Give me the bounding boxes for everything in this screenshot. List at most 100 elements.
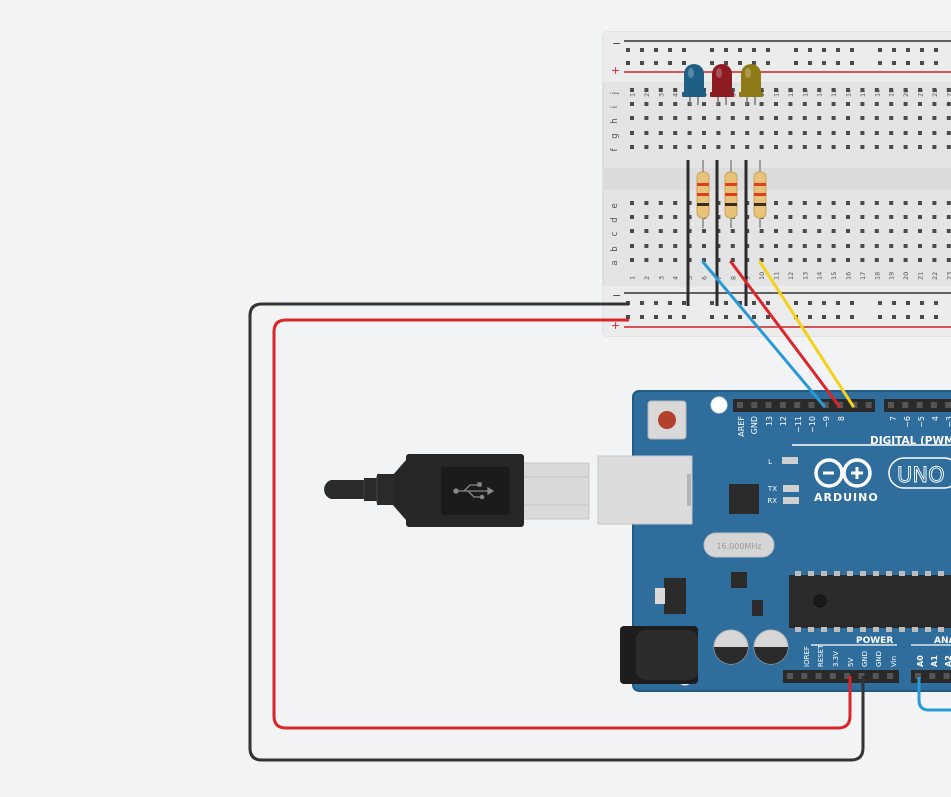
rail-hole[interactable] bbox=[710, 301, 714, 305]
breadboard-hole[interactable] bbox=[889, 201, 893, 205]
rail-hole[interactable] bbox=[766, 61, 770, 65]
breadboard-hole[interactable] bbox=[644, 201, 648, 205]
rail-hole[interactable] bbox=[682, 301, 686, 305]
breadboard-hole[interactable] bbox=[788, 244, 792, 248]
rail-hole[interactable] bbox=[906, 48, 910, 52]
breadboard-hole[interactable] bbox=[630, 131, 634, 135]
rail-hole[interactable] bbox=[808, 301, 812, 305]
breadboard-hole[interactable] bbox=[673, 229, 677, 233]
breadboard-hole[interactable] bbox=[918, 145, 922, 149]
rail-hole[interactable] bbox=[794, 48, 798, 52]
rail-hole[interactable] bbox=[920, 61, 924, 65]
rail-hole[interactable] bbox=[836, 61, 840, 65]
breadboard-hole[interactable] bbox=[788, 229, 792, 233]
breadboard-hole[interactable] bbox=[846, 229, 850, 233]
breadboard-hole[interactable] bbox=[644, 145, 648, 149]
breadboard-hole[interactable] bbox=[630, 116, 634, 120]
rail-hole[interactable] bbox=[934, 48, 938, 52]
breadboard-hole[interactable] bbox=[803, 215, 807, 219]
power-jack[interactable] bbox=[620, 626, 698, 684]
breadboard-hole[interactable] bbox=[745, 116, 749, 120]
rail-hole[interactable] bbox=[682, 315, 686, 319]
breadboard-hole[interactable] bbox=[875, 215, 879, 219]
rail-hole[interactable] bbox=[934, 315, 938, 319]
breadboard-hole[interactable] bbox=[904, 116, 908, 120]
breadboard-hole[interactable] bbox=[688, 131, 692, 135]
breadboard-hole[interactable] bbox=[659, 201, 663, 205]
rail-hole[interactable] bbox=[682, 48, 686, 52]
breadboard-hole[interactable] bbox=[860, 201, 864, 205]
rail-hole[interactable] bbox=[892, 315, 896, 319]
breadboard-hole[interactable] bbox=[745, 131, 749, 135]
breadboard-hole[interactable] bbox=[630, 229, 634, 233]
rail-hole[interactable] bbox=[794, 61, 798, 65]
breadboard-hole[interactable] bbox=[817, 102, 821, 106]
breadboard-hole[interactable] bbox=[716, 145, 720, 149]
breadboard-hole[interactable] bbox=[947, 145, 951, 149]
rail-hole[interactable] bbox=[892, 301, 896, 305]
breadboard-hole[interactable] bbox=[788, 102, 792, 106]
rail-hole[interactable] bbox=[710, 61, 714, 65]
breadboard-hole[interactable] bbox=[846, 145, 850, 149]
breadboard-hole[interactable] bbox=[731, 116, 735, 120]
breadboard-hole[interactable] bbox=[860, 229, 864, 233]
rail-hole[interactable] bbox=[850, 301, 854, 305]
breadboard-hole[interactable] bbox=[947, 244, 951, 248]
rail-hole[interactable] bbox=[752, 315, 756, 319]
breadboard-hole[interactable] bbox=[731, 229, 735, 233]
breadboard-hole[interactable] bbox=[803, 116, 807, 120]
breadboard-hole[interactable] bbox=[659, 215, 663, 219]
breadboard-hole[interactable] bbox=[630, 102, 634, 106]
breadboard-hole[interactable] bbox=[947, 131, 951, 135]
rail-hole[interactable] bbox=[766, 48, 770, 52]
rail-hole[interactable] bbox=[850, 48, 854, 52]
breadboard-hole[interactable] bbox=[904, 215, 908, 219]
breadboard-hole[interactable] bbox=[731, 244, 735, 248]
breadboard-hole[interactable] bbox=[860, 258, 864, 262]
breadboard-hole[interactable] bbox=[630, 88, 634, 92]
breadboard-hole[interactable] bbox=[904, 145, 908, 149]
breadboard-hole[interactable] bbox=[889, 116, 893, 120]
breadboard-hole[interactable] bbox=[860, 131, 864, 135]
breadboard-hole[interactable] bbox=[889, 215, 893, 219]
breadboard-hole[interactable] bbox=[803, 258, 807, 262]
breadboard-hole[interactable] bbox=[731, 131, 735, 135]
breadboard-hole[interactable] bbox=[832, 102, 836, 106]
rail-hole[interactable] bbox=[640, 315, 644, 319]
breadboard-hole[interactable] bbox=[644, 131, 648, 135]
breadboard-hole[interactable] bbox=[860, 215, 864, 219]
breadboard-hole[interactable] bbox=[774, 116, 778, 120]
breadboard-hole[interactable] bbox=[846, 102, 850, 106]
breadboard-hole[interactable] bbox=[932, 258, 936, 262]
breadboard-hole[interactable] bbox=[760, 116, 764, 120]
rail-hole[interactable] bbox=[668, 315, 672, 319]
breadboard-hole[interactable] bbox=[731, 102, 735, 106]
rail-hole[interactable] bbox=[878, 301, 882, 305]
breadboard-hole[interactable] bbox=[716, 116, 720, 120]
rail-hole[interactable] bbox=[738, 61, 742, 65]
breadboard-hole[interactable] bbox=[832, 215, 836, 219]
rail-hole[interactable] bbox=[626, 315, 630, 319]
breadboard-hole[interactable] bbox=[702, 145, 706, 149]
breadboard-hole[interactable] bbox=[803, 244, 807, 248]
breadboard-hole[interactable] bbox=[760, 229, 764, 233]
breadboard-hole[interactable] bbox=[918, 229, 922, 233]
breadboard-hole[interactable] bbox=[659, 145, 663, 149]
rail-hole[interactable] bbox=[668, 48, 672, 52]
breadboard-hole[interactable] bbox=[760, 131, 764, 135]
breadboard-hole[interactable] bbox=[630, 258, 634, 262]
breadboard-hole[interactable] bbox=[673, 131, 677, 135]
breadboard-hole[interactable] bbox=[860, 116, 864, 120]
breadboard-hole[interactable] bbox=[832, 229, 836, 233]
rail-hole[interactable] bbox=[738, 315, 742, 319]
breadboard-hole[interactable] bbox=[889, 229, 893, 233]
rail-hole[interactable] bbox=[906, 301, 910, 305]
rail-hole[interactable] bbox=[668, 301, 672, 305]
power-header[interactable] bbox=[783, 670, 899, 683]
breadboard-hole[interactable] bbox=[832, 145, 836, 149]
breadboard-hole[interactable] bbox=[932, 145, 936, 149]
rail-hole[interactable] bbox=[654, 48, 658, 52]
breadboard-hole[interactable] bbox=[760, 102, 764, 106]
breadboard-hole[interactable] bbox=[673, 145, 677, 149]
